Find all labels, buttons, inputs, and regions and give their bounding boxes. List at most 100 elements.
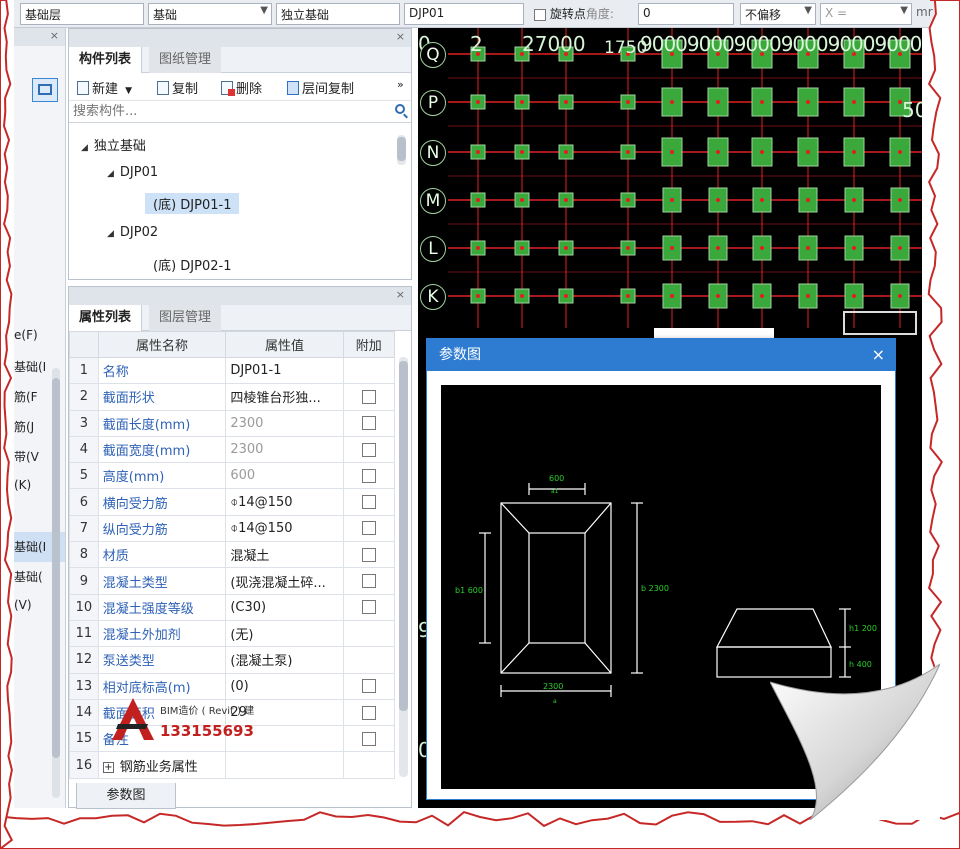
property-value[interactable]: (C30) [225, 593, 344, 621]
floor-copy-button[interactable]: 层间复制 [287, 78, 354, 97]
category-select[interactable]: 独立基础 [276, 3, 400, 25]
tree-node-djp01-1[interactable]: (底) DJP01-1 [145, 193, 240, 214]
grid-node [852, 246, 856, 250]
tab-component-list[interactable]: 构件列表 [69, 47, 143, 73]
property-row-number: 4 [69, 435, 99, 464]
tree-scrollbar-thumb[interactable] [397, 137, 406, 161]
property-value[interactable]: 混凝土 [225, 541, 344, 569]
tab-param-diagram[interactable]: 参数图 [76, 783, 176, 809]
component-panel-tabs: 构件列表 图纸管理 [69, 47, 411, 73]
rotate-point-option[interactable]: 旋转点角度: [534, 5, 614, 22]
property-value[interactable] [225, 751, 344, 779]
copy-button[interactable]: 复制 [157, 78, 198, 97]
expand-triangle-icon[interactable]: ◢ [107, 169, 114, 179]
dialog-titlebar[interactable]: 参数图 × [427, 339, 895, 371]
extra-checkbox[interactable] [361, 389, 376, 404]
tree-node-djp01[interactable]: ◢DJP01 [107, 165, 158, 180]
tab-drawing-manager[interactable]: 图纸管理 [149, 47, 222, 73]
property-value[interactable]: (混凝土泵) [225, 646, 344, 674]
nav-item-7[interactable]: 基础(I [14, 540, 47, 554]
nav-item-6[interactable]: (K) [14, 478, 32, 492]
rotate-point-checkbox[interactable] [534, 8, 546, 21]
property-row[interactable]: 14截面面积29 [69, 698, 396, 727]
property-value[interactable]: ⌽14@150 [225, 514, 344, 543]
property-value[interactable] [225, 725, 344, 753]
close-icon[interactable]: × [395, 288, 405, 301]
property-scrollbar-thumb[interactable] [399, 361, 408, 711]
extra-checkbox[interactable] [361, 731, 376, 746]
property-value[interactable]: 29 [225, 698, 344, 727]
search-input[interactable] [69, 101, 411, 122]
extra-checkbox[interactable] [361, 679, 376, 694]
property-value[interactable]: DJP01-1 [225, 356, 344, 385]
tree-node-djp02-1[interactable]: (底) DJP02-1 [153, 259, 232, 274]
property-row[interactable]: 16+钢筋业务属性 [69, 751, 396, 779]
extra-checkbox[interactable] [361, 547, 376, 562]
chevron-down-icon[interactable]: ▼ [125, 86, 133, 96]
property-value[interactable]: (现浇混凝土碎... [225, 567, 344, 595]
nav-item-4[interactable]: 筋(J [14, 420, 35, 434]
expand-triangle-icon[interactable]: ◢ [81, 143, 88, 153]
property-name-label: 截面宽度(mm) [102, 444, 191, 460]
new-button[interactable]: 新建 ▼ [77, 78, 132, 97]
tree-node-root[interactable]: ◢独立基础 [81, 135, 146, 154]
extra-checkbox[interactable] [361, 468, 376, 483]
floor-select[interactable]: 基础层 [20, 3, 144, 25]
brand-logo-icon [112, 698, 154, 740]
element-select[interactable]: DJP01 [404, 3, 524, 25]
nav-item-8[interactable]: 基础( [14, 570, 43, 584]
dim-top-width: 600 [549, 474, 564, 483]
expand-plus-icon[interactable]: + [102, 761, 114, 773]
extra-checkbox[interactable] [361, 416, 376, 431]
extra-checkbox[interactable] [361, 495, 376, 510]
nav-item-5[interactable]: 带(V [14, 450, 39, 464]
close-icon[interactable]: × [871, 345, 885, 364]
view-toggle-button[interactable] [32, 78, 58, 102]
property-value: 600 [225, 462, 344, 490]
type-select[interactable]: 基础 ▼ [148, 3, 272, 25]
extra-checkbox[interactable] [361, 442, 376, 457]
nav-item-1[interactable]: e(F) [14, 328, 38, 342]
cad-top-dim-3: 27000 [522, 32, 586, 56]
nav-item-2[interactable]: 基础(I [14, 360, 47, 374]
extra-checkbox[interactable] [361, 521, 376, 536]
tree-node-djp02[interactable]: ◢DJP02 [107, 225, 158, 240]
delete-button[interactable]: 删除 [221, 78, 262, 97]
grid-node [476, 150, 480, 154]
nav-item-3[interactable]: 筋(F [14, 390, 38, 404]
tab-property-list[interactable]: 属性列表 [69, 305, 143, 331]
extra-checkbox[interactable] [361, 574, 376, 589]
left-scrollbar-thumb[interactable] [52, 378, 60, 758]
extra-checkbox[interactable] [361, 600, 376, 615]
close-icon[interactable]: × [49, 29, 59, 42]
expand-triangle-icon[interactable]: ◢ [107, 229, 114, 239]
property-value[interactable]: (无) [225, 619, 344, 648]
property-panel-tabs: 属性列表 图层管理 [69, 305, 411, 331]
tab-layer-manager[interactable]: 图层管理 [149, 305, 222, 331]
extra-checkbox[interactable] [361, 705, 376, 720]
search-icon[interactable] [395, 104, 405, 114]
grid-node [626, 294, 630, 298]
rotate-angle-input[interactable]: 0 [638, 3, 734, 25]
close-icon[interactable]: × [395, 30, 405, 43]
property-value[interactable]: 四棱锥台形独... [225, 383, 344, 411]
toolbar-more-button[interactable]: » [397, 78, 404, 91]
x-offset-input[interactable]: X = ▼ [820, 3, 912, 25]
property-value[interactable]: ⌽14@150 [225, 488, 344, 516]
nav-item-9[interactable]: (V) [14, 598, 32, 612]
axis-label-l: L [420, 236, 446, 262]
offset-select[interactable]: 不偏移 ▼ [740, 3, 816, 25]
